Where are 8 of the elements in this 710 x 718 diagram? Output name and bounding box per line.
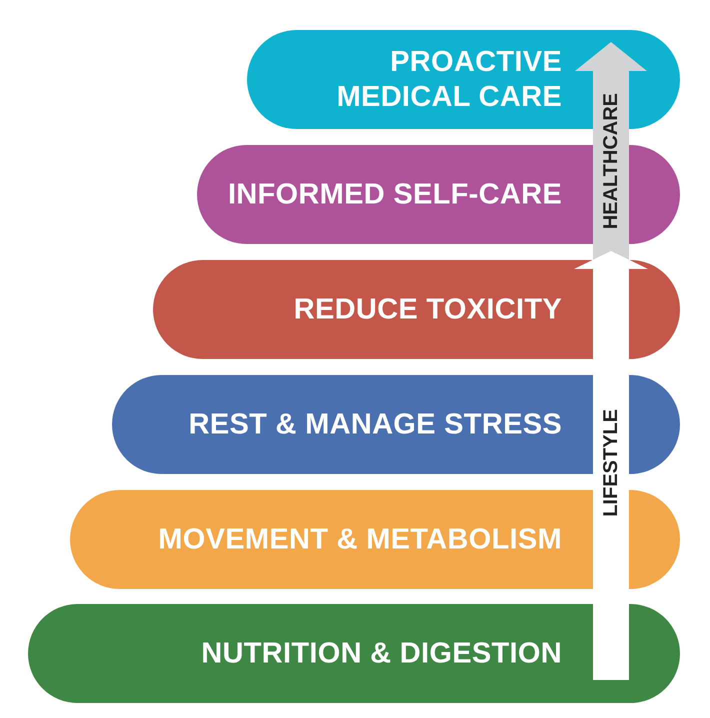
step-label: PROACTIVE MEDICAL CARE <box>336 44 562 114</box>
step-label: INFORMED SELF-CARE <box>228 177 562 212</box>
arrow-label: HEALTHCARE <box>599 93 623 230</box>
step-label: NUTRITION & DIGESTION <box>201 636 562 671</box>
step-label: REST & MANAGE STRESS <box>188 407 562 442</box>
arrow-label: LIFESTYLE <box>599 409 623 517</box>
step-label: REDUCE TOXICITY <box>294 292 562 327</box>
step-label: MOVEMENT & METABOLISM <box>158 522 562 557</box>
